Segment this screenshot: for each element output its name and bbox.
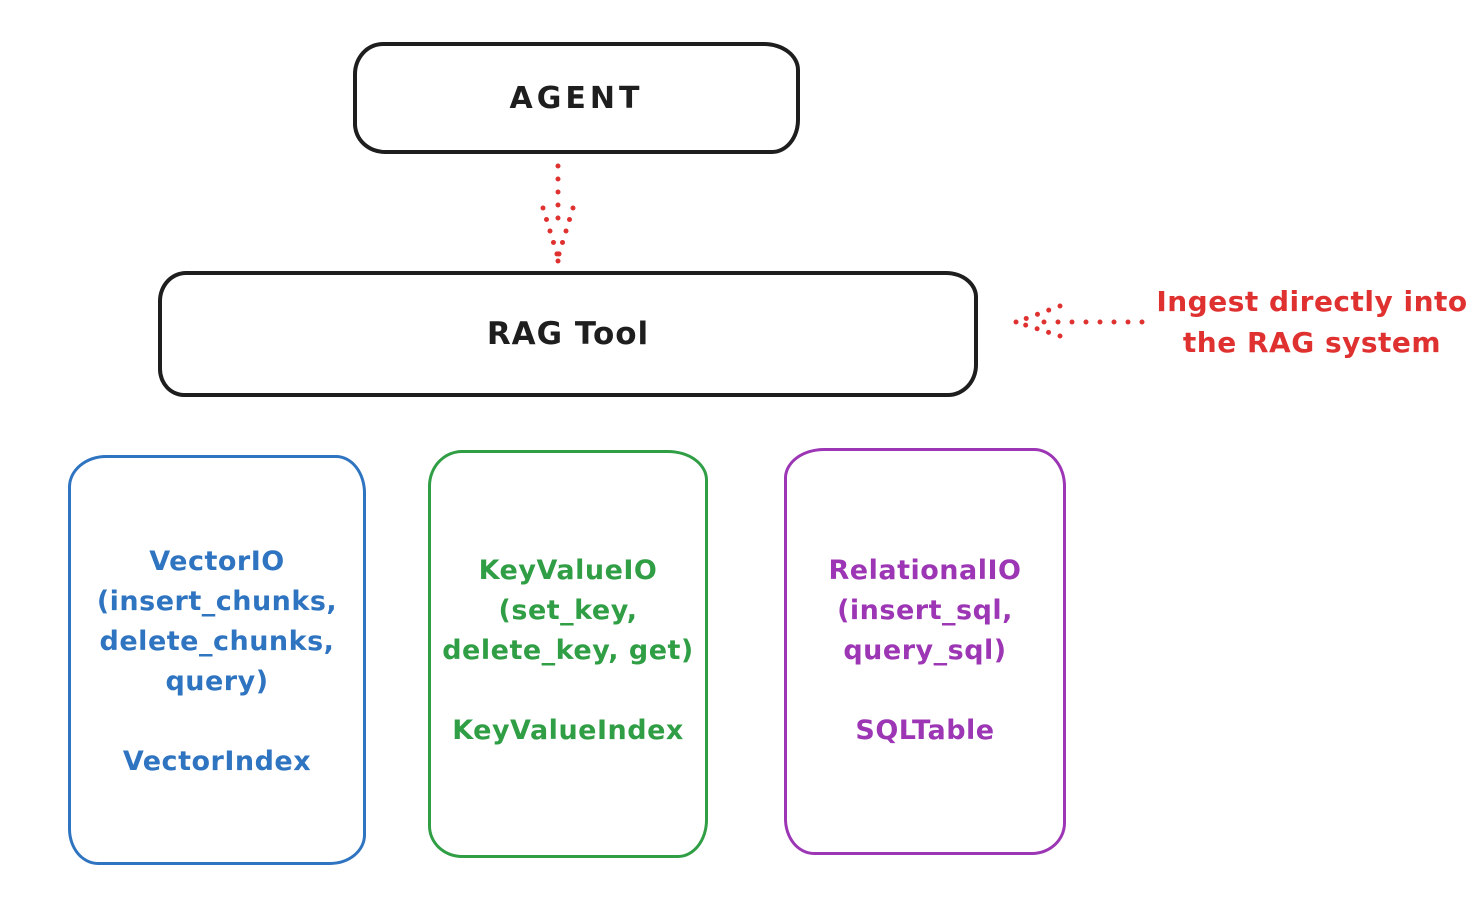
vector-io-box: VectorIO (insert_chunks, delete_chunks, … xyxy=(68,455,366,865)
relational-io-title-line: RelationalIO xyxy=(828,555,1022,586)
keyvalue-io-title-line: KeyValueIO xyxy=(478,555,658,586)
vector-io-title-line: VectorIO xyxy=(149,546,285,577)
rag-tool-box: RAG Tool xyxy=(158,271,978,397)
vector-io-title-line: (insert_chunks, xyxy=(96,586,338,617)
vector-io-title-line: delete_chunks, xyxy=(99,626,335,657)
ingest-annotation-line1: Ingest directly into xyxy=(1156,285,1468,318)
ingest-annotation: Ingest directly into the RAG system xyxy=(1140,281,1484,363)
keyvalue-io-title-line: (set_key, xyxy=(498,595,638,626)
agent-label: AGENT xyxy=(509,80,644,116)
keyvalue-io-box: KeyValueIO (set_key, delete_key, get) Ke… xyxy=(428,450,708,858)
relational-io-title-line: query_sql) xyxy=(843,635,1007,666)
vector-io-title-line: query) xyxy=(165,666,269,697)
vector-index-label: VectorIndex xyxy=(122,746,312,777)
dotted-arrow-left-icon xyxy=(1008,299,1148,343)
ingest-annotation-line2: the RAG system xyxy=(1182,326,1442,359)
relational-io-title-line: (insert_sql, xyxy=(837,595,1013,626)
rag-tool-label: RAG Tool xyxy=(486,316,650,352)
keyvalue-io-title-line: delete_key, get) xyxy=(442,635,694,666)
agent-box: AGENT xyxy=(353,42,800,154)
keyvalue-index-label: KeyValueIndex xyxy=(452,715,684,746)
relational-io-box: RelationalIO (insert_sql, query_sql) SQL… xyxy=(784,448,1066,855)
sql-table-label: SQLTable xyxy=(855,715,995,746)
dotted-arrow-down-icon xyxy=(536,162,580,266)
